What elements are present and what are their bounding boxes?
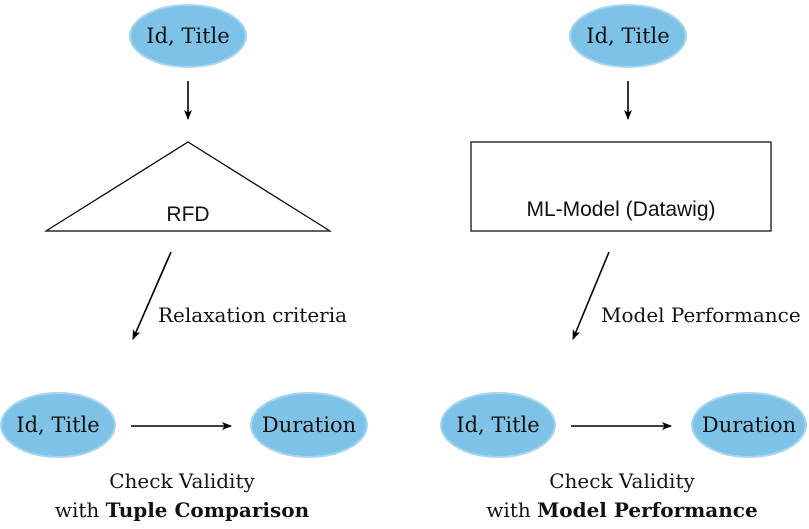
left-top-node [129,4,247,68]
rfd-label: RFD [166,203,209,226]
left-bottom-target-label: Duration [262,413,356,437]
left-top-node-label: Id, Title [146,24,229,48]
left-bottom-source-node [0,392,116,458]
right-bottom-source-node [440,392,556,458]
ml-model-box [470,141,772,232]
model-performance-label: Model Performance [601,303,801,327]
left-caption-line2: with Tuple Comparison [12,496,352,525]
left-bottom-target-node [250,392,368,458]
left-arrow-relaxation [132,251,172,340]
left-caption-line1: Check Validity [109,469,255,493]
right-caption-line1: Check Validity [549,469,695,493]
left-caption-prefix: with [54,498,100,522]
right-caption: Check Validity with Model Performance [452,467,792,525]
relaxation-criteria-label: Relaxation criteria [158,303,347,327]
left-caption-bold: Tuple Comparison [105,498,310,522]
right-bottom-target-label: Duration [702,413,796,437]
left-bottom-source-label: Id, Title [16,413,99,437]
right-arrow-model-performance [572,251,610,340]
right-caption-line2: with Model Performance [452,496,792,525]
right-bottom-source-label: Id, Title [456,413,539,437]
left-caption: Check Validity with Tuple Comparison [12,467,352,525]
right-bottom-target-node [691,392,807,458]
right-caption-bold: Model Performance [537,498,758,522]
right-top-node-label: Id, Title [586,24,669,48]
rfd-triangle [43,141,333,232]
right-caption-prefix: with [486,498,531,522]
ml-model-label: ML-Model (Datawig) [526,198,715,221]
right-top-node [569,4,687,68]
